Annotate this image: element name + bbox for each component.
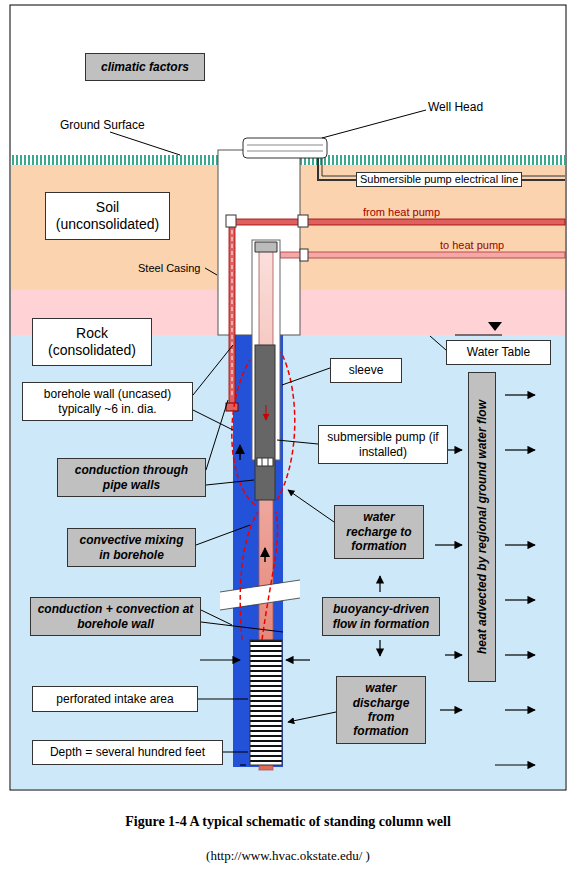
process-box: convective mixing in borehole (67, 528, 196, 567)
node-text: Rock (consolidated) (38, 325, 146, 359)
node-text: buoyancy-driven flow in formation (328, 602, 434, 631)
node-text: conduction through pipe walls (63, 463, 200, 492)
process-box: water discharge from formation (336, 676, 426, 744)
process-box: conduction + convection at borehole wall (30, 597, 201, 636)
node-text: Water Table (467, 345, 530, 359)
node-text: perforated intake area (56, 692, 173, 706)
process-box: buoyancy-driven flow in formation (322, 597, 440, 636)
factor-box: climatic factors (85, 53, 205, 81)
node-text: Soil (unconsolidated) (51, 199, 164, 233)
part-label-box: borehole wall (uncased) typically ~6 in.… (22, 382, 193, 421)
process-box: heat advected by regional ground water f… (468, 372, 496, 682)
figure-caption: Figure 1-4 A typical schematic of standi… (0, 814, 576, 831)
pipe-label: to heat pump (440, 239, 504, 252)
node-text: convective mixing in borehole (73, 533, 190, 562)
part-label-box: sleeve (330, 358, 402, 383)
wire-label: Submersible pump electrical line (356, 172, 522, 187)
node-text: submersible pump (if installed) (324, 430, 442, 459)
process-box: conduction through pipe walls (57, 458, 206, 497)
layer-label-box: Soil (unconsolidated) (45, 192, 170, 240)
node-text: water recharge to formation (340, 510, 418, 553)
node-text: Depth = several hundred feet (50, 745, 205, 759)
part-label-box: submersible pump (if installed) (318, 425, 448, 464)
process-box: water recharge to formation (334, 505, 424, 559)
node-text: water discharge from formation (342, 681, 420, 739)
part-label: Steel Casing (138, 262, 200, 275)
dimension-box: Depth = several hundred feet (32, 740, 223, 765)
source-url: (http://www.hvac.okstate.edu/ ) (0, 848, 576, 864)
layer-label-box: Rock (consolidated) (32, 318, 152, 366)
pipe-label: from heat pump (363, 206, 440, 219)
node-text: sleeve (349, 363, 384, 377)
node-text: borehole wall (uncased) typically ~6 in.… (28, 387, 187, 416)
node-text: heat advected by regional ground water f… (475, 400, 489, 654)
node-text: conduction + convection at borehole wall (36, 602, 195, 631)
water-table-box: Water Table (446, 340, 551, 365)
node-text: climatic factors (101, 60, 189, 74)
part-label-box: perforated intake area (32, 686, 198, 712)
part-label: Ground Surface (60, 118, 145, 132)
part-label: Well Head (428, 100, 483, 114)
